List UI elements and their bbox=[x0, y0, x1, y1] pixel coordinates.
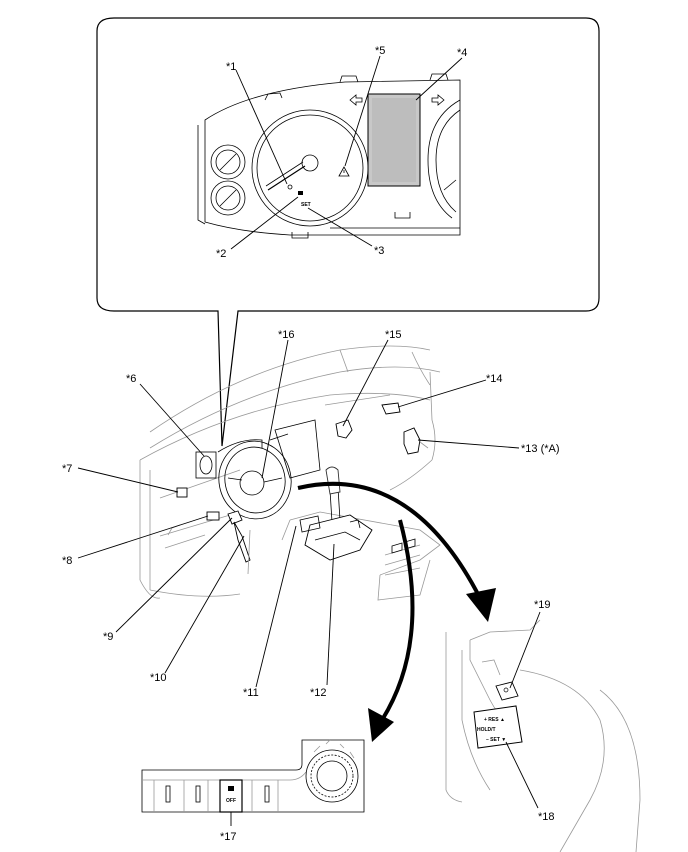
label-12: *12 bbox=[310, 687, 327, 699]
label-17: *17 bbox=[220, 831, 237, 843]
dashboard-leaders bbox=[77, 339, 520, 688]
console-dial bbox=[305, 739, 359, 803]
cruise-set-text: – SET ▼ bbox=[486, 737, 506, 743]
cluster-callout bbox=[96, 17, 600, 447]
label-2: *2 bbox=[216, 248, 226, 260]
part-8 bbox=[206, 511, 220, 521]
part-15 bbox=[335, 419, 353, 439]
cruise-leaders bbox=[505, 611, 541, 809]
arrow-to-cruise-switch bbox=[297, 481, 496, 622]
label-16: *16 bbox=[278, 329, 295, 341]
label-19: *19 bbox=[534, 599, 551, 611]
label-14: *14 bbox=[486, 373, 503, 385]
part-14 bbox=[381, 402, 401, 415]
steering-wheel bbox=[218, 440, 292, 520]
shift-lever bbox=[299, 466, 373, 561]
multi-information-display bbox=[367, 93, 421, 187]
label-4: *4 bbox=[457, 47, 467, 59]
label-11: *11 bbox=[243, 687, 259, 699]
label-18: *18 bbox=[538, 811, 555, 823]
arrow-to-console-switch bbox=[368, 519, 415, 742]
cruise-res-text: + RES ▲ bbox=[484, 717, 505, 723]
instrument-cluster: SET bbox=[197, 73, 461, 239]
label-6: *6 bbox=[126, 373, 136, 385]
part-9 bbox=[227, 510, 243, 525]
part-7 bbox=[176, 487, 188, 498]
cruise-hold-text: HOLD/T bbox=[477, 727, 496, 733]
label-8: *8 bbox=[62, 555, 72, 567]
switch-off-text: OFF bbox=[226, 798, 236, 804]
cruise-switch-view: + RES ▲ HOLD/T – SET ▼ bbox=[445, 619, 641, 852]
console-off-switch bbox=[219, 779, 243, 813]
console-switch-view: OFF bbox=[141, 739, 365, 813]
label-13: *13 (*A) bbox=[521, 443, 560, 455]
label-10: *10 bbox=[150, 672, 167, 684]
dashboard-drawing bbox=[139, 345, 441, 601]
label-5: *5 bbox=[375, 45, 385, 57]
label-7: *7 bbox=[62, 463, 72, 475]
label-1: *1 bbox=[226, 61, 236, 73]
label-3: *3 bbox=[374, 245, 384, 257]
label-15: *15 bbox=[385, 329, 402, 341]
accelerator-pedal bbox=[233, 521, 251, 563]
part-13 bbox=[403, 427, 421, 455]
cluster-leaders bbox=[230, 55, 463, 250]
label-9: *9 bbox=[103, 631, 113, 643]
cluster-set-text: SET bbox=[301, 202, 311, 208]
callout-labels: *1 *5 *4 *2 *3 *6 *7 *8 *9 *10 *11 *12 *… bbox=[62, 45, 560, 843]
